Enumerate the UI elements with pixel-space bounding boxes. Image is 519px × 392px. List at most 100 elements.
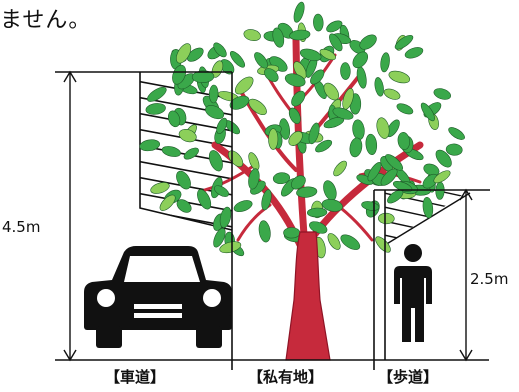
leaf (208, 84, 219, 104)
ground-and-dividers (55, 72, 489, 370)
leaf (264, 68, 279, 82)
leaf (313, 13, 324, 32)
leaf (333, 160, 347, 177)
leaf (243, 29, 261, 41)
leaf (396, 103, 414, 115)
leaf (176, 199, 192, 213)
leaf (254, 52, 269, 69)
leaf (352, 119, 365, 140)
leaf (258, 220, 271, 243)
leaf (150, 182, 170, 194)
road-label: 【車道】 (105, 368, 166, 386)
leaf (186, 47, 204, 62)
leaf (435, 181, 445, 200)
leaf (383, 88, 401, 100)
leaf (229, 95, 250, 110)
leaf (139, 139, 161, 152)
leaf (367, 162, 382, 182)
leaf (208, 150, 223, 172)
leaf (288, 107, 301, 124)
leaf (229, 51, 246, 68)
leaf (272, 172, 291, 185)
leaf (380, 52, 390, 73)
leaf (234, 76, 254, 95)
leaf (352, 51, 369, 69)
leaf (293, 61, 307, 80)
leaf (420, 102, 435, 122)
leaf (147, 86, 167, 102)
leaf (321, 199, 343, 212)
height-dimension-left (55, 70, 232, 362)
leaf (284, 73, 306, 87)
right-height-label: 2.5m (470, 270, 509, 288)
leaf (380, 168, 398, 186)
leaf (385, 154, 404, 171)
leaf (388, 70, 411, 84)
truncated-heading-text: ません。 (0, 8, 92, 33)
tree-trunk (285, 231, 331, 361)
leaf (183, 147, 199, 160)
leaf (323, 82, 340, 101)
leaf (356, 174, 374, 185)
leaf (261, 189, 272, 211)
leaf (319, 48, 336, 61)
leaf (197, 189, 212, 210)
leaf (404, 47, 424, 59)
leaf (394, 34, 414, 50)
leaf (356, 66, 367, 89)
leaf (145, 103, 166, 115)
leaf (365, 133, 378, 155)
pedestrian-icon (394, 244, 432, 342)
leaf (307, 207, 328, 218)
leaf (161, 146, 181, 157)
leaf (435, 149, 452, 168)
leaf (376, 117, 390, 139)
leaf (299, 48, 322, 62)
leaf (216, 117, 228, 135)
leaf (397, 132, 410, 150)
leaf (359, 34, 377, 50)
leaf (291, 175, 306, 190)
leaf (326, 20, 343, 33)
leaf (293, 1, 305, 23)
leaf (159, 194, 176, 211)
leaf (288, 131, 303, 146)
leaf (448, 127, 465, 140)
leaf (272, 27, 285, 48)
leaf (340, 62, 351, 80)
private-land-label: 【私有地】 (248, 368, 324, 386)
leaf (375, 236, 391, 253)
leaf (374, 77, 384, 97)
leaf (213, 227, 226, 248)
leaf (310, 69, 325, 85)
leaf (213, 42, 227, 58)
leaf (219, 206, 232, 228)
leaf (214, 185, 229, 197)
tree (139, 1, 465, 361)
leaf (176, 43, 192, 64)
leaf (167, 110, 181, 128)
leaf (332, 107, 354, 120)
leaf (291, 90, 306, 107)
leaf (327, 233, 341, 250)
leaf (445, 143, 463, 156)
leaf (283, 227, 301, 239)
leaf (329, 33, 343, 52)
sidewalk-label: 【歩道】 (378, 368, 439, 386)
leaf (323, 180, 337, 201)
leaf (191, 70, 215, 83)
left-height-label: 4.5m (2, 218, 43, 236)
leaf (433, 88, 452, 100)
height-dimension-right (374, 188, 490, 362)
leaf (248, 98, 267, 116)
leaf (308, 122, 320, 145)
leaf (268, 128, 279, 150)
leaf (205, 105, 225, 120)
leaf (433, 170, 451, 184)
car-icon (84, 246, 232, 348)
leaf (296, 186, 318, 198)
leaf (178, 129, 197, 143)
leaf (176, 170, 191, 190)
